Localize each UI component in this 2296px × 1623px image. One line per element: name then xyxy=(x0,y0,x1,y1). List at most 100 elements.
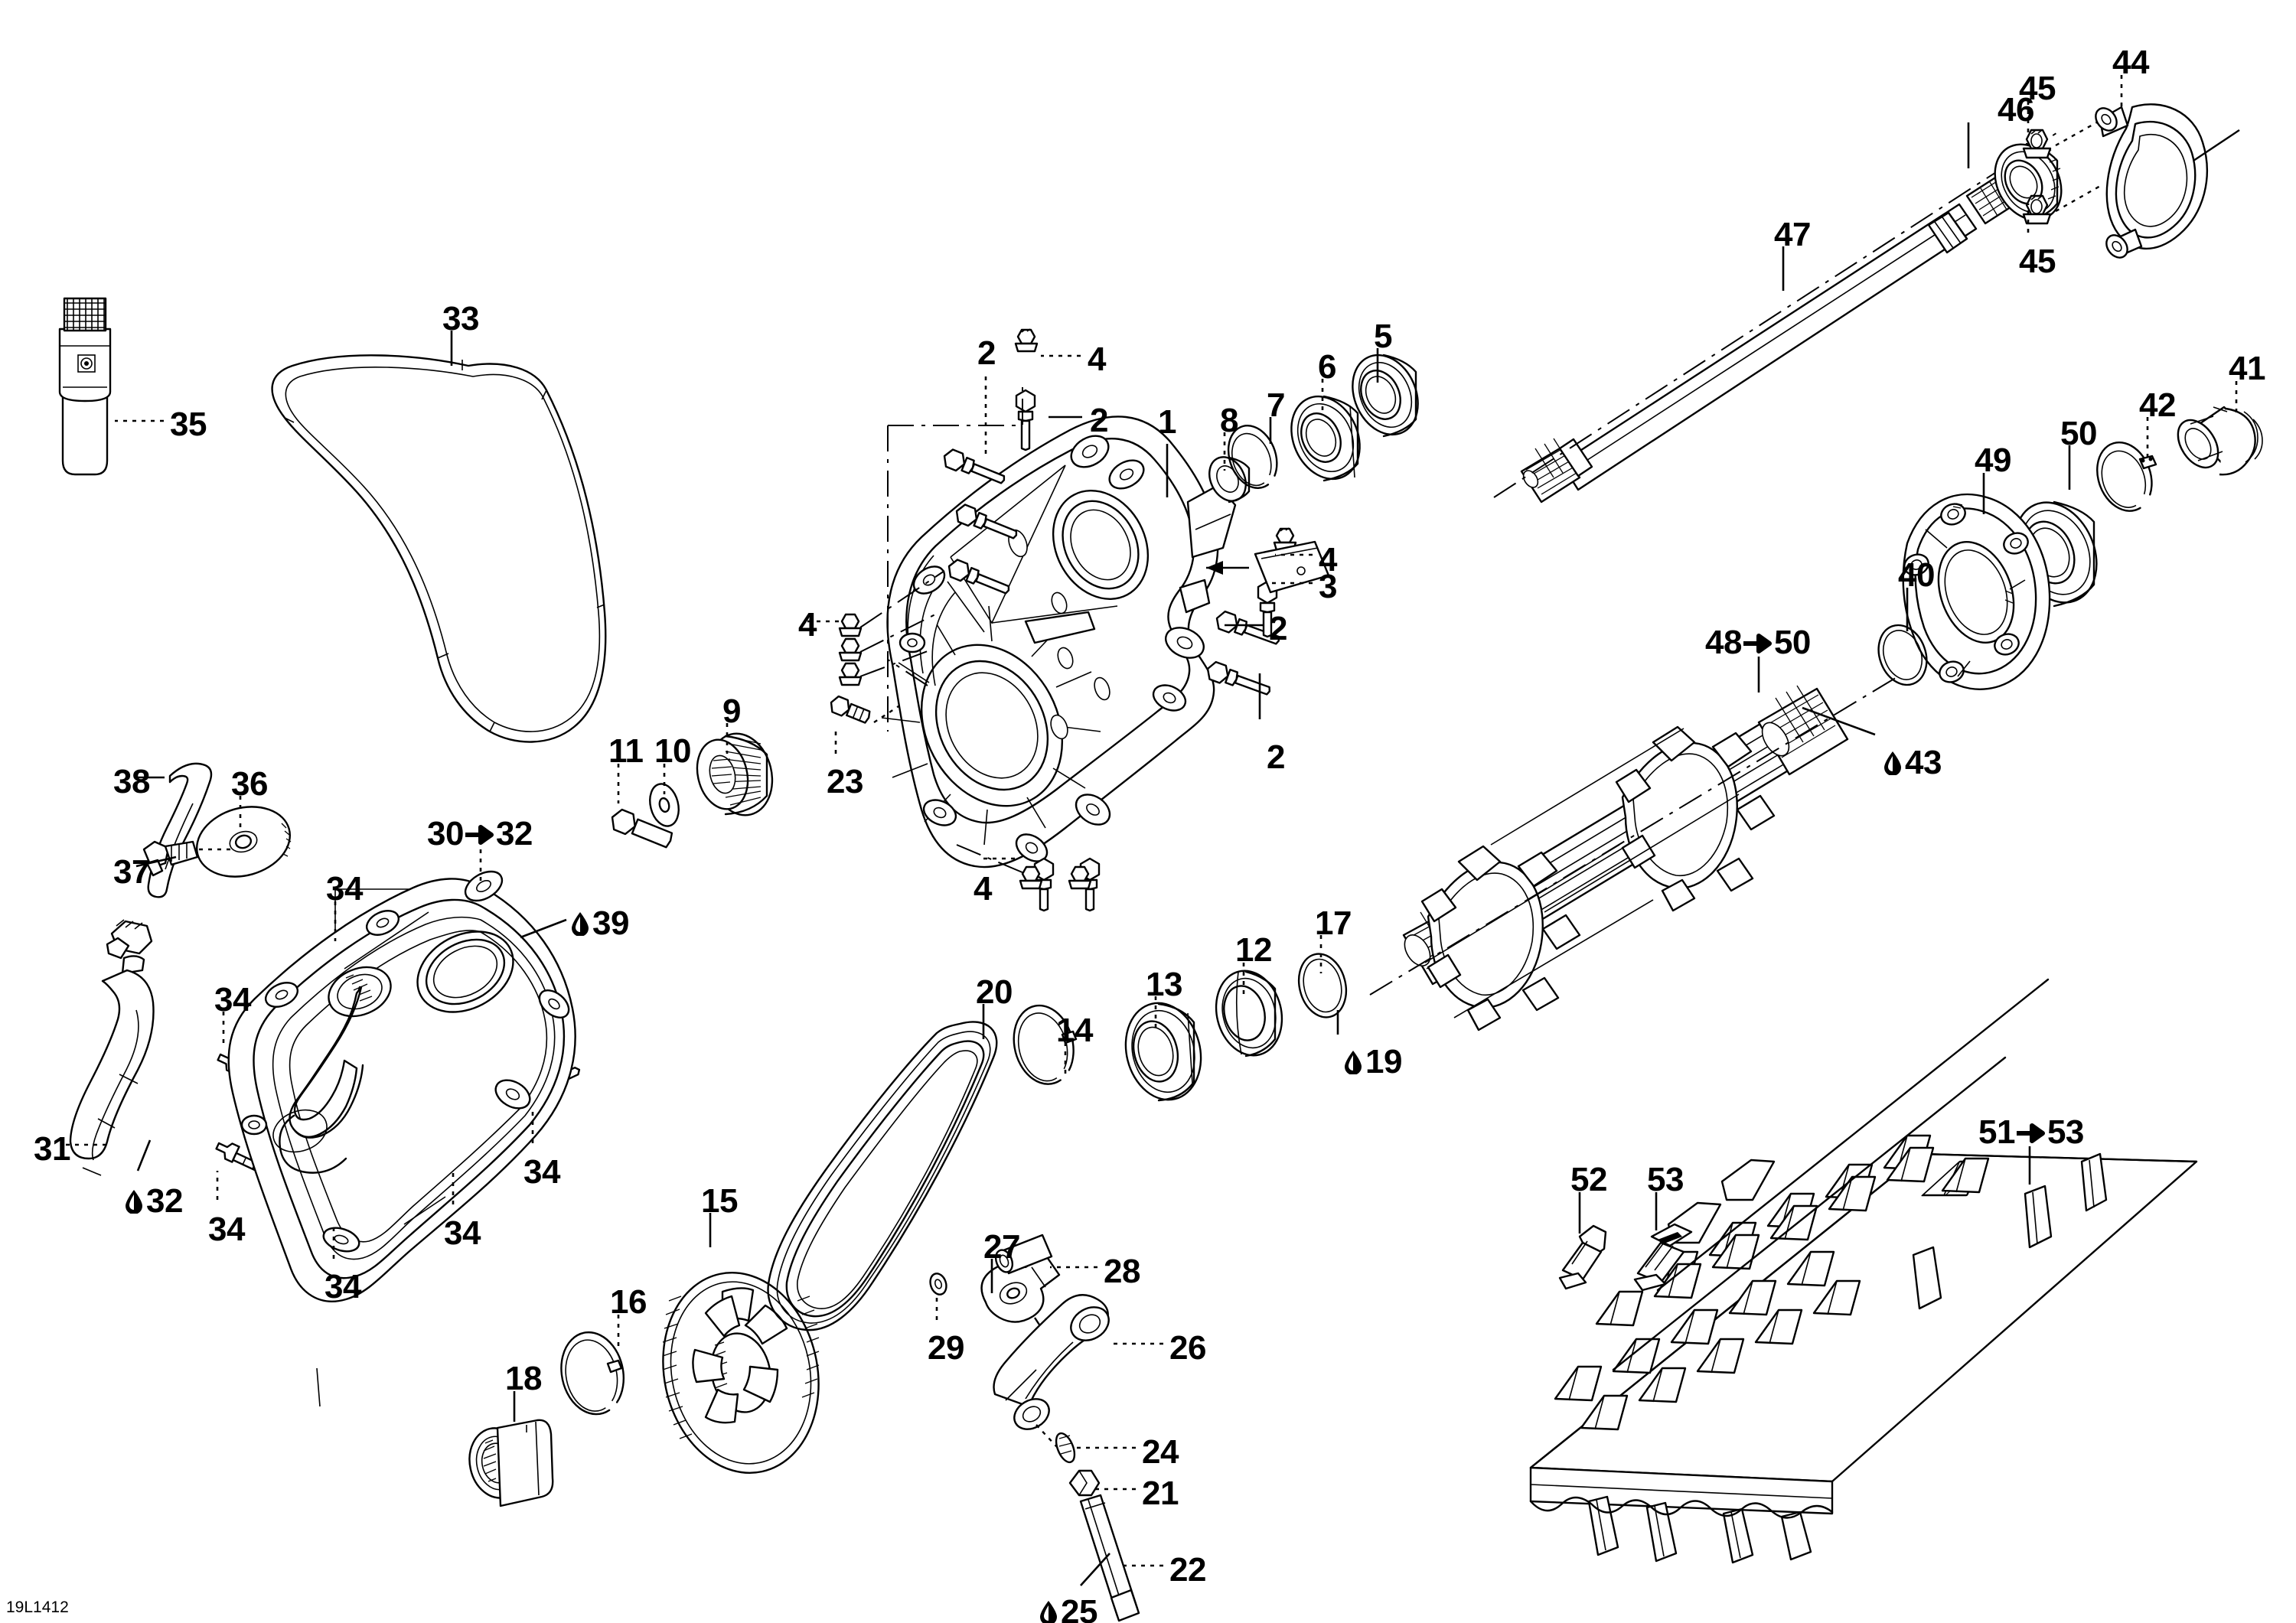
leader-line xyxy=(136,1139,152,1172)
callout-46: 46 xyxy=(1998,91,2034,129)
part-21-hex-nut xyxy=(1068,1469,1101,1497)
callout-2: 2 xyxy=(1090,402,1108,439)
leader-line xyxy=(1802,706,1876,736)
part-45-flange-lock-nuts xyxy=(2022,115,2108,225)
callout-34: 34 xyxy=(444,1214,481,1252)
part-3-cover-plate xyxy=(1206,540,1330,594)
part-6-ball-bearing xyxy=(1290,395,1361,482)
callout-34: 34 xyxy=(523,1153,560,1191)
callout-53: 53 xyxy=(1647,1161,1684,1198)
callout-36: 36 xyxy=(231,765,268,803)
part-4-flange-nuts xyxy=(838,328,1297,890)
callout-17: 17 xyxy=(1315,904,1352,942)
callout-4: 4 xyxy=(1088,341,1106,378)
part-48-50-drive-axle-assembly xyxy=(1369,676,1899,1031)
callout-27: 27 xyxy=(983,1228,1020,1266)
part-36-magnet-disc xyxy=(195,806,292,878)
callout-29: 29 xyxy=(928,1329,964,1367)
part-11-hex-bolt xyxy=(611,808,673,849)
callout-1: 1 xyxy=(1158,403,1176,441)
callout-31: 31 xyxy=(34,1130,70,1168)
part-1-chaincase-housing xyxy=(881,416,1237,869)
callout-6: 6 xyxy=(1318,348,1336,386)
callout-47: 47 xyxy=(1774,216,1811,253)
part-16-snap-ring xyxy=(560,1331,625,1416)
callout-7: 7 xyxy=(1267,386,1285,424)
part-9-upper-sprocket xyxy=(696,732,774,816)
callout-45: 45 xyxy=(2019,243,2056,280)
callout-20: 20 xyxy=(976,973,1013,1011)
part-49-bearing-support-flange xyxy=(1902,493,2051,690)
callout-28: 28 xyxy=(1104,1253,1140,1290)
callout-4: 4 xyxy=(798,606,817,644)
callout-32: 32 xyxy=(124,1185,183,1218)
callout-5: 5 xyxy=(1374,318,1392,355)
part-12-oil-seal xyxy=(1215,970,1283,1058)
leader-line xyxy=(520,918,567,939)
part-35-sealant-bottle xyxy=(58,297,112,476)
part-26-chain-tensioner-arm xyxy=(993,1294,1110,1449)
callout-24: 24 xyxy=(1142,1433,1179,1471)
callout-44: 44 xyxy=(2112,44,2149,81)
part-33-chaincase-gasket xyxy=(271,354,607,743)
part-29-small-washer xyxy=(929,1273,947,1295)
callout-34: 34 xyxy=(208,1211,245,1248)
callout-25: 25 xyxy=(1039,1595,1097,1623)
callout-16: 16 xyxy=(610,1283,647,1321)
part-30-32-chaincase-cover xyxy=(227,870,576,1302)
part-40-o-ring xyxy=(1877,624,1928,686)
callout-4: 4 xyxy=(1319,541,1337,578)
part-7-snap-ring xyxy=(1227,425,1278,489)
sheet-code: 19L1412 xyxy=(6,1599,69,1616)
part-41-splined-bushing xyxy=(2177,406,2263,476)
callout-41: 41 xyxy=(2229,350,2265,387)
part-31-speed-sensor-harness xyxy=(69,919,155,1176)
part-28-tensioner-pin xyxy=(994,1234,1053,1275)
callout-2: 2 xyxy=(1269,610,1287,647)
callout-34: 34 xyxy=(326,870,363,908)
callout-22: 22 xyxy=(1169,1551,1206,1589)
callout-49: 49 xyxy=(1975,442,2011,479)
leader-line xyxy=(1080,1553,1110,1586)
part-17-o-ring xyxy=(1297,953,1348,1018)
part-8-spacer-bushing xyxy=(1208,456,1251,504)
leader-line xyxy=(135,855,177,868)
callout-34: 34 xyxy=(325,1268,361,1305)
part-13-bearing-seal xyxy=(1124,1002,1202,1102)
callout-35: 35 xyxy=(170,406,207,443)
part-24-lock-washer xyxy=(1055,1432,1076,1464)
part-51-53-track-assembly xyxy=(1529,978,2198,1564)
callout-8: 8 xyxy=(1220,402,1238,439)
callout-2: 2 xyxy=(1267,738,1285,776)
callout-34: 34 xyxy=(214,981,251,1018)
callout-39: 39 xyxy=(570,907,629,940)
callout-52: 52 xyxy=(1570,1161,1607,1198)
callout-12: 12 xyxy=(1235,931,1272,969)
part-18-splined-coupler xyxy=(468,1419,554,1507)
callout-38: 38 xyxy=(113,763,150,800)
callout-37: 37 xyxy=(113,853,150,891)
callout-4: 4 xyxy=(974,870,992,908)
callout-23: 23 xyxy=(827,763,863,800)
callout-21: 21 xyxy=(1142,1475,1179,1512)
callout-42: 42 xyxy=(2139,386,2176,424)
part-53-track-clip-b xyxy=(1633,1223,1693,1292)
part-5-oil-seal xyxy=(1352,354,1419,438)
callout-15: 15 xyxy=(701,1182,738,1220)
callout-13: 13 xyxy=(1146,966,1182,1003)
callout-11: 11 xyxy=(608,732,644,770)
callout-14: 14 xyxy=(1056,1012,1093,1049)
callout-18: 18 xyxy=(505,1360,542,1397)
part-42-retaining-ring xyxy=(2096,442,2157,512)
part-10-flat-washer xyxy=(649,783,680,827)
callout-19: 19 xyxy=(1343,1045,1402,1079)
callout-45: 45 xyxy=(2019,70,2056,107)
callout-33: 33 xyxy=(442,300,479,337)
callout-2: 2 xyxy=(977,334,996,372)
callout-10: 10 xyxy=(654,732,691,770)
